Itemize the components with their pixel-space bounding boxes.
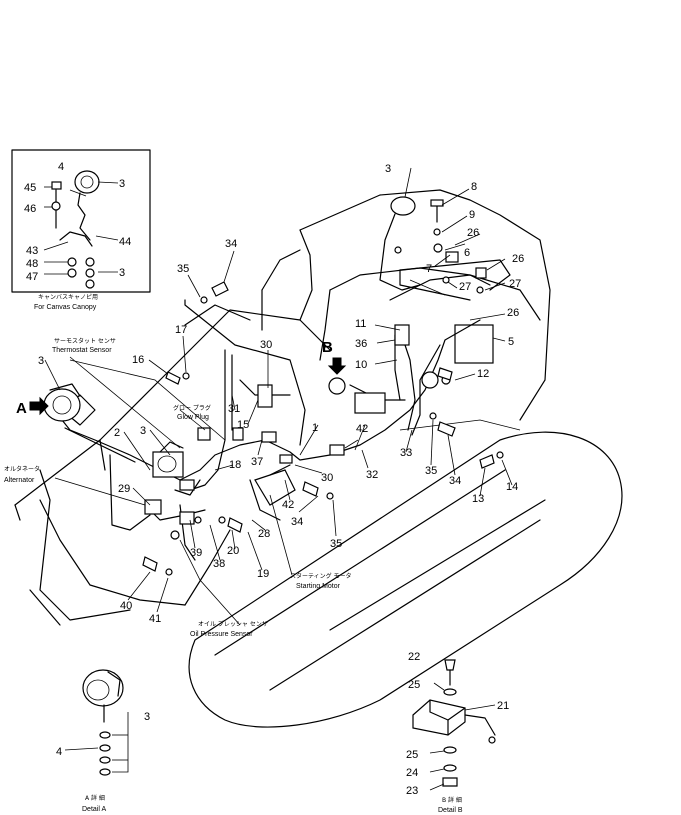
view-arrow-b: B xyxy=(322,339,347,375)
caption-detail-a-jp: A 詳 細 xyxy=(85,794,105,802)
callout-24: 24 xyxy=(406,767,418,779)
callout-34c: 34 xyxy=(291,516,303,528)
callout-26: 26 xyxy=(467,227,479,239)
callout-29: 29 xyxy=(118,483,130,495)
caption-canvas-canopy-en: For Canvas Canopy xyxy=(34,304,97,311)
callout-20: 20 xyxy=(227,545,239,557)
caption-oil-pressure-jp: オイル プレッシャ センサ xyxy=(198,621,268,628)
callout-14: 14 xyxy=(506,481,518,493)
callout-34b: 34 xyxy=(449,475,461,487)
callout-7: 7 xyxy=(426,263,432,275)
callout-42: 42 xyxy=(356,423,368,435)
callout-8: 8 xyxy=(471,181,477,193)
caption-alternator-en: Alternator xyxy=(4,477,35,484)
callout-25: 25 xyxy=(408,679,420,691)
caption-alternator-jp: オルタネータ xyxy=(4,465,40,473)
caption-canvas-canopy-jp: キャンバスキャノピ用 xyxy=(38,294,98,301)
callout-41: 41 xyxy=(149,613,161,625)
callout-35b: 35 xyxy=(425,465,437,477)
caption-thermostat-jp: サーモスタット センサ xyxy=(54,337,116,345)
callout-40: 40 xyxy=(120,600,132,612)
callout-44: 44 xyxy=(119,236,131,248)
callout-37: 37 xyxy=(251,456,263,468)
machine-outline xyxy=(14,189,623,728)
callout-3b: 3 xyxy=(119,267,125,279)
callout-21: 21 xyxy=(497,700,509,712)
caption-starting-motor-jp: スターティング モータ xyxy=(290,572,352,580)
callout-39: 39 xyxy=(190,547,202,559)
callout-32: 32 xyxy=(366,469,378,481)
callout-19: 19 xyxy=(257,568,269,580)
main-harness xyxy=(61,299,481,561)
detail-b xyxy=(412,659,496,791)
starting-motor xyxy=(254,469,296,506)
callout-3: 3 xyxy=(119,178,125,190)
callout-13: 13 xyxy=(472,493,484,505)
caption-oil-pressure-en: Oil Pressure Sensor xyxy=(190,631,253,638)
callout-18: 18 xyxy=(229,459,241,471)
callout-35: 35 xyxy=(177,263,189,275)
callout-43: 43 xyxy=(26,245,38,257)
callout-45: 45 xyxy=(24,182,36,194)
callout-6: 6 xyxy=(464,247,470,259)
callout-1: 1 xyxy=(312,422,318,434)
callout-30b: 30 xyxy=(321,472,333,484)
bolts xyxy=(142,281,504,576)
callout-30: 30 xyxy=(260,339,272,351)
callout-4b: 4 xyxy=(56,746,62,758)
caption-detail-a-en: Detail A xyxy=(82,806,106,813)
callout-26b: 26 xyxy=(512,253,524,265)
callout-33: 33 xyxy=(400,447,412,459)
callout-31: 31 xyxy=(228,403,240,415)
caption-glow-en: Glow Plug xyxy=(177,414,209,421)
view-arrow-a: A xyxy=(16,396,49,417)
callout-9: 9 xyxy=(469,209,475,221)
caption-starting-motor-en: Starting Motor xyxy=(296,583,341,590)
callout-28: 28 xyxy=(258,528,270,540)
captions: キャンバスキャノピ用 For Canvas Canopy サーモスタット センサ… xyxy=(4,294,463,814)
callout-15: 15 xyxy=(237,419,249,431)
callout-42b: 42 xyxy=(282,499,294,511)
components xyxy=(43,281,504,576)
view-label-b: B xyxy=(322,339,333,356)
callout-12: 12 xyxy=(477,368,489,380)
callout-23: 23 xyxy=(406,785,418,797)
callout-2: 2 xyxy=(114,427,120,439)
callout-34: 34 xyxy=(225,238,237,250)
callout-35c: 35 xyxy=(330,538,342,550)
callout-10: 10 xyxy=(355,359,367,371)
callout-4: 4 xyxy=(58,161,64,173)
detail-a xyxy=(64,669,129,776)
view-label-a: A xyxy=(16,400,27,417)
callout-27: 27 xyxy=(459,281,471,293)
inset-canvas-canopy xyxy=(11,149,151,293)
callout-26c: 26 xyxy=(507,307,519,319)
callout-17: 17 xyxy=(175,324,187,336)
callout-16: 16 xyxy=(132,354,144,366)
headlight-front xyxy=(43,388,81,422)
leader-lines xyxy=(44,167,513,626)
callout-11: 11 xyxy=(355,318,366,330)
caption-detail-b-jp: B 詳 細 xyxy=(442,796,462,804)
callout-22: 22 xyxy=(408,651,420,663)
caption-detail-b-en: Detail B xyxy=(438,807,463,814)
callout-numbers: 4 3 45 46 44 43 48 47 3 3 8 9 26 6 26 7 … xyxy=(24,161,524,797)
callout-3d: 3 xyxy=(38,355,44,367)
callout-25b: 25 xyxy=(406,749,418,761)
callout-38: 38 xyxy=(213,558,225,570)
callout-47: 47 xyxy=(26,271,38,283)
callout-3c: 3 xyxy=(385,163,391,175)
callout-5: 5 xyxy=(508,336,514,348)
caption-thermostat-en: Thermostat Sensor xyxy=(52,347,112,354)
work-light-upper xyxy=(379,196,491,301)
callout-27b: 27 xyxy=(509,278,521,290)
caption-glow-jp: グロー プラグ xyxy=(173,404,211,412)
callout-36: 36 xyxy=(355,338,367,350)
callout-46: 46 xyxy=(24,203,36,215)
callout-48: 48 xyxy=(26,258,38,270)
callout-3f: 3 xyxy=(144,711,150,723)
callout-3e: 3 xyxy=(140,425,146,437)
